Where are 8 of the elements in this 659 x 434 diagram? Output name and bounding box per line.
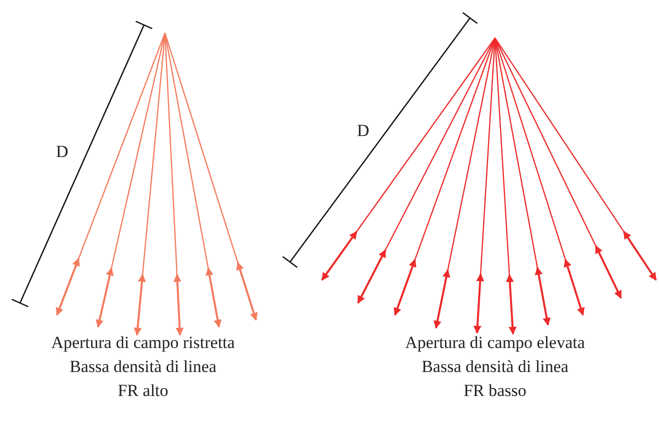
caption-line: Apertura di campo elevata (405, 333, 585, 353)
caption-line: Bassa densità di linea (422, 357, 568, 377)
dimension-label: D (357, 121, 370, 141)
caption-line: FR basso (464, 381, 526, 401)
caption-line: FR alto (118, 381, 168, 401)
caption-line: Bassa densità di linea (70, 357, 216, 377)
dimension-label: D (56, 142, 68, 162)
caption-line: Apertura di campo ristretta (51, 333, 235, 353)
